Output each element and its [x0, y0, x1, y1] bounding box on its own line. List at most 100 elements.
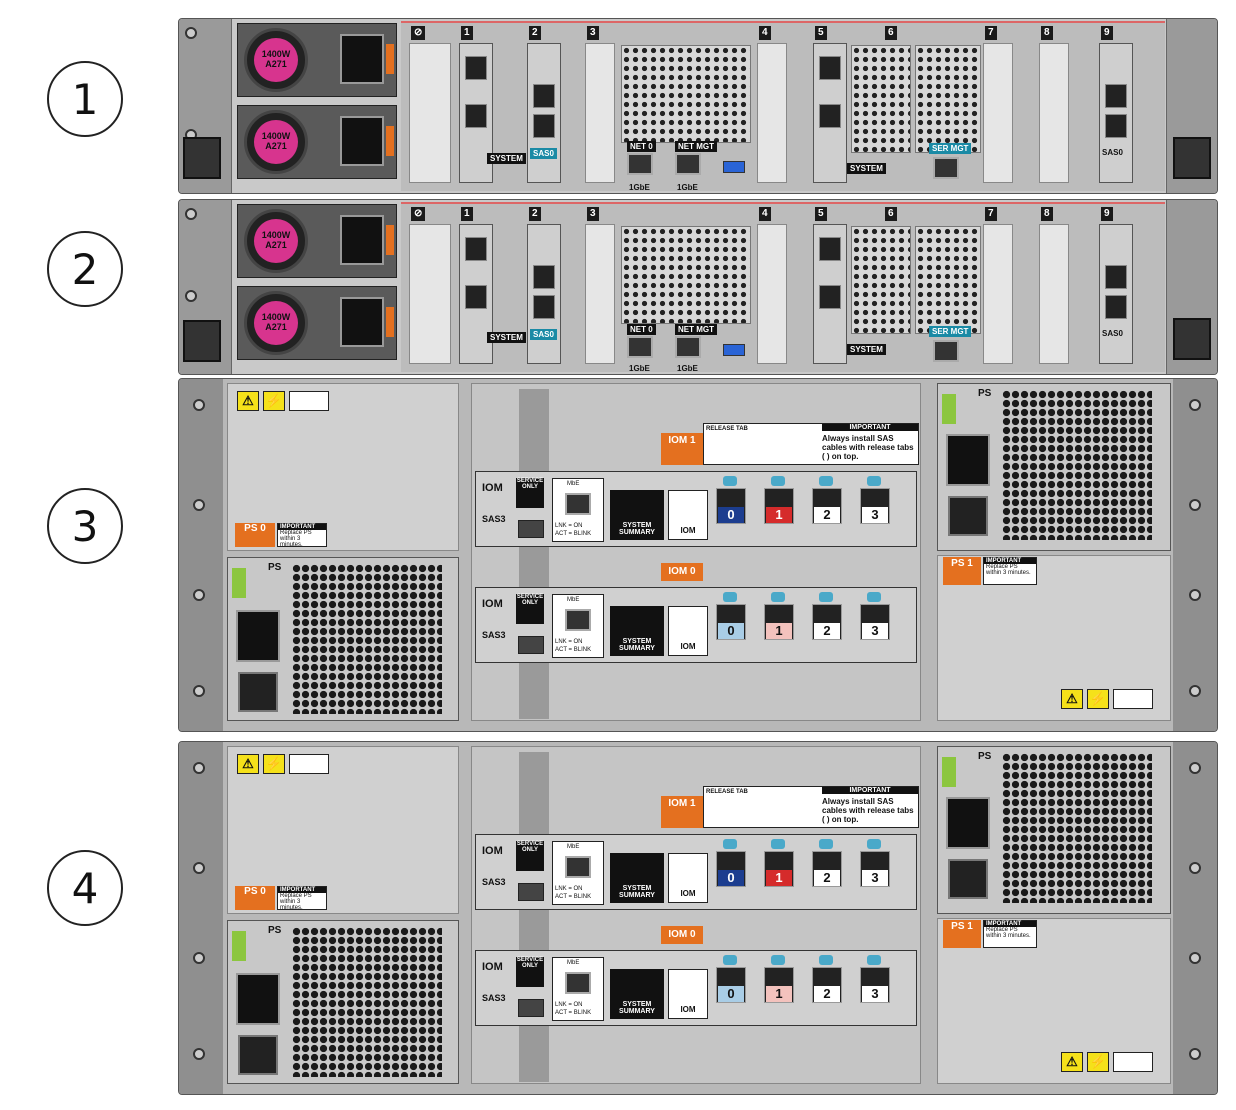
release-tab[interactable] — [723, 476, 737, 486]
power-socket[interactable] — [946, 434, 990, 486]
power-switch[interactable] — [948, 496, 988, 536]
mgmt-port[interactable] — [565, 493, 591, 515]
release-tab[interactable] — [867, 592, 881, 602]
sas-port-1[interactable]: 1 — [764, 604, 794, 640]
mgmt-port[interactable] — [565, 972, 591, 994]
service-port[interactable] — [518, 999, 544, 1017]
ps1-module[interactable]: PS — [937, 746, 1171, 914]
ps-latch[interactable] — [942, 394, 956, 424]
shelf-rail-right — [1173, 379, 1217, 731]
rack-handle[interactable] — [1173, 318, 1211, 360]
mgmt-port[interactable] — [565, 609, 591, 631]
power-socket[interactable] — [340, 116, 384, 166]
release-tab[interactable] — [819, 955, 833, 965]
release-tab[interactable] — [867, 839, 881, 849]
service-port[interactable] — [518, 520, 544, 538]
usb-port[interactable] — [723, 344, 745, 356]
slot-label: 2 — [529, 26, 541, 40]
release-tab[interactable] — [819, 476, 833, 486]
ps-latch[interactable] — [232, 568, 246, 598]
sas-port-2[interactable]: 2 — [812, 488, 842, 524]
iom-text: IOM — [482, 598, 503, 610]
sas-port-3[interactable]: 3 — [860, 488, 890, 524]
power-socket[interactable] — [340, 34, 384, 84]
release-tab[interactable] — [723, 955, 737, 965]
sfp-port[interactable] — [465, 237, 487, 261]
ps-latch[interactable] — [232, 931, 246, 961]
sfp-port[interactable] — [819, 237, 841, 261]
blank-filler — [585, 224, 615, 364]
sas-port-2[interactable]: 2 — [812, 604, 842, 640]
sas-port-0[interactable]: 0 — [716, 604, 746, 640]
power-socket[interactable] — [946, 797, 990, 849]
sas-port[interactable] — [1105, 84, 1127, 108]
sas-port[interactable] — [533, 84, 555, 108]
sas-port-1[interactable]: 1 — [764, 851, 794, 887]
release-tab[interactable] — [867, 476, 881, 486]
net-mgt-port[interactable] — [675, 153, 701, 175]
release-tab[interactable] — [723, 592, 737, 602]
release-tab[interactable] — [819, 592, 833, 602]
power-socket[interactable] — [236, 610, 280, 662]
power-socket[interactable] — [236, 973, 280, 1025]
sas-port-0[interactable]: 0 — [716, 488, 746, 524]
service-port[interactable] — [518, 636, 544, 654]
ps-latch[interactable] — [942, 757, 956, 787]
ps0-module[interactable]: PS — [227, 920, 459, 1084]
sas-port[interactable] — [533, 265, 555, 289]
power-socket[interactable] — [340, 297, 384, 347]
sas-port-3[interactable]: 3 — [860, 604, 890, 640]
release-tab[interactable] — [771, 955, 785, 965]
sas-port-0[interactable]: 0 — [716, 967, 746, 1003]
rack-handle[interactable] — [183, 320, 221, 362]
power-switch[interactable] — [238, 1035, 278, 1075]
sas-port[interactable] — [1105, 114, 1127, 138]
net0-port[interactable] — [627, 153, 653, 175]
mgmt-port[interactable] — [565, 856, 591, 878]
power-switch[interactable] — [948, 859, 988, 899]
ps-short-label: PS — [978, 388, 992, 399]
release-tab[interactable] — [819, 839, 833, 849]
sas-port-2[interactable]: 2 — [812, 967, 842, 1003]
sas-port[interactable] — [533, 114, 555, 138]
rack-handle[interactable] — [1173, 137, 1211, 179]
sas-port-3[interactable]: 3 — [860, 851, 890, 887]
release-tab[interactable] — [867, 955, 881, 965]
sas-port[interactable] — [1105, 295, 1127, 319]
sas-port-1[interactable]: 1 — [764, 488, 794, 524]
sas-port-1[interactable]: 1 — [764, 967, 794, 1003]
port-number-3: 3 — [862, 623, 888, 639]
net-mgt-port[interactable] — [675, 336, 701, 358]
service-port[interactable] — [518, 883, 544, 901]
sas-port[interactable] — [1105, 265, 1127, 289]
sfp-port[interactable] — [465, 104, 487, 128]
ps0-module[interactable]: PS — [227, 557, 459, 721]
sas-port[interactable] — [533, 295, 555, 319]
power-socket[interactable] — [340, 215, 384, 265]
net0-port[interactable] — [627, 336, 653, 358]
release-tab[interactable] — [771, 839, 785, 849]
sfp-port[interactable] — [819, 56, 841, 80]
port-number-2: 2 — [814, 623, 840, 639]
sas-port-2[interactable]: 2 — [812, 851, 842, 887]
sfp-port[interactable] — [819, 104, 841, 128]
rack-handle[interactable] — [183, 137, 221, 179]
ser-mgt-port[interactable] — [933, 157, 959, 179]
sas-port-3[interactable]: 3 — [860, 967, 890, 1003]
ps1-module[interactable]: PS — [937, 383, 1171, 551]
release-tab[interactable] — [723, 839, 737, 849]
sas-port-0[interactable]: 0 — [716, 851, 746, 887]
release-tab[interactable] — [771, 476, 785, 486]
sfp-port[interactable] — [819, 285, 841, 309]
power-switch[interactable] — [238, 672, 278, 712]
sfp-port[interactable] — [465, 56, 487, 80]
sfp-port[interactable] — [465, 285, 487, 309]
release-tab[interactable] — [771, 592, 785, 602]
usb-port[interactable] — [723, 161, 745, 173]
ser-mgt-port[interactable] — [933, 340, 959, 362]
